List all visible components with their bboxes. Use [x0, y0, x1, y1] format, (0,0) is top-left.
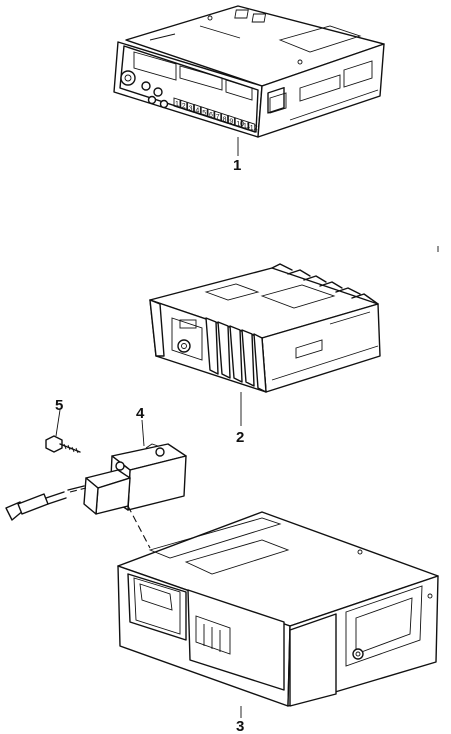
radio-key — [207, 108, 215, 120]
amplifier-front-fins — [149, 299, 267, 393]
radio-key — [173, 97, 181, 109]
amplifier-top-fins — [271, 263, 379, 305]
callout-3-label: 3 — [236, 718, 244, 734]
amplifier — [149, 263, 381, 393]
radio-key-label: 10 — [236, 121, 244, 128]
radio-key — [221, 112, 229, 125]
radio-key-label: 5 — [202, 110, 206, 117]
radio-key — [193, 103, 201, 116]
radio-key — [180, 99, 188, 111]
radio-key — [214, 110, 222, 122]
callout-2-label: 2 — [236, 429, 244, 446]
callout-1-label: 1 — [233, 157, 241, 174]
radio-key-label: 12 — [250, 125, 258, 132]
leader-lines — [55, 137, 242, 718]
radio-key — [200, 106, 208, 118]
callout-5-label: 5 — [55, 397, 63, 414]
radio-key — [227, 114, 235, 127]
radio-key — [248, 121, 256, 133]
radio-key — [234, 117, 242, 129]
radio-key-label: 9 — [229, 119, 233, 126]
radio-key-label: 4 — [195, 108, 199, 115]
radio-key-label: 8 — [223, 116, 227, 123]
radio-key — [187, 101, 195, 114]
radio-key-label: 1 — [175, 101, 179, 108]
callout-labels: 1 2 3 4 5 — [55, 157, 244, 734]
radio-key-label: 7 — [216, 114, 220, 121]
cable-plug — [5, 485, 85, 521]
radio-key-label: 3 — [189, 105, 193, 112]
callout-4-label: 4 — [136, 405, 145, 422]
adapter-block — [83, 469, 131, 515]
radio-key-label: 2 — [182, 103, 186, 110]
screw — [45, 435, 81, 454]
cd-changer — [117, 511, 439, 707]
radio-key-label: 11 — [243, 123, 250, 130]
radio-key — [241, 119, 249, 131]
radio-key-label: 6 — [209, 112, 213, 119]
